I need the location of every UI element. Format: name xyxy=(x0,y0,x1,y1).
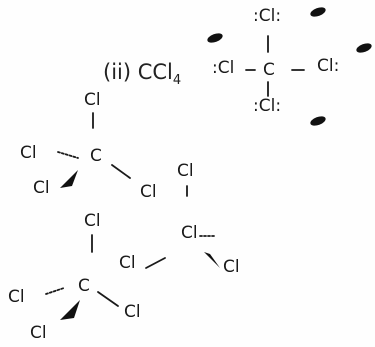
dots-top-right xyxy=(310,7,326,17)
bond-c4-right xyxy=(97,291,119,307)
hash-bond-1 xyxy=(57,151,79,159)
sketch-cl-left: Cl xyxy=(20,143,37,163)
bond-mid xyxy=(145,257,166,269)
sketch-cl-bottom: Cl xyxy=(30,323,47,343)
bond-c1-right xyxy=(111,164,131,179)
sketch-cl-right-3: Cl xyxy=(124,302,141,322)
sketch-cl-top: Cl xyxy=(84,90,101,110)
sketch-cl-left-2: Cl xyxy=(8,287,25,307)
sketch-cl-top-2: Cl xyxy=(177,161,194,181)
dots-right xyxy=(356,43,372,53)
sketch-carbon-2: C xyxy=(78,276,90,296)
dots-top-left xyxy=(207,33,223,43)
lewis-cl-right: Cl: xyxy=(317,56,340,76)
sketch-cl-mid: Cl xyxy=(119,253,136,273)
wedge-1 xyxy=(60,170,78,188)
sketch-cl-top-3: Cl xyxy=(84,211,101,231)
lewis-cl-top: :Cl: xyxy=(253,6,282,26)
lewis-cl-bottom: :Cl: xyxy=(253,96,282,116)
dots-bottom xyxy=(310,116,326,126)
section-heading: (ii) CCl4 xyxy=(103,60,182,89)
wedge-3 xyxy=(60,300,80,320)
sketch-cl-wedge-1: Cl xyxy=(33,178,50,198)
lewis-cl-left: :Cl xyxy=(212,58,235,78)
hash-bond-3 xyxy=(45,287,65,295)
lewis-carbon: C xyxy=(263,60,275,80)
heading-text: (ii) CCl xyxy=(103,60,173,84)
sketch-cl-wedge-2: Cl xyxy=(223,257,240,277)
wedge-2 xyxy=(204,252,220,268)
sketch-cl-right-2: Cl xyxy=(181,223,198,243)
sketch-carbon-1: C xyxy=(90,146,102,166)
sketch-cl-right-1: Cl xyxy=(140,182,157,202)
heading-subscript: 4 xyxy=(172,73,182,89)
